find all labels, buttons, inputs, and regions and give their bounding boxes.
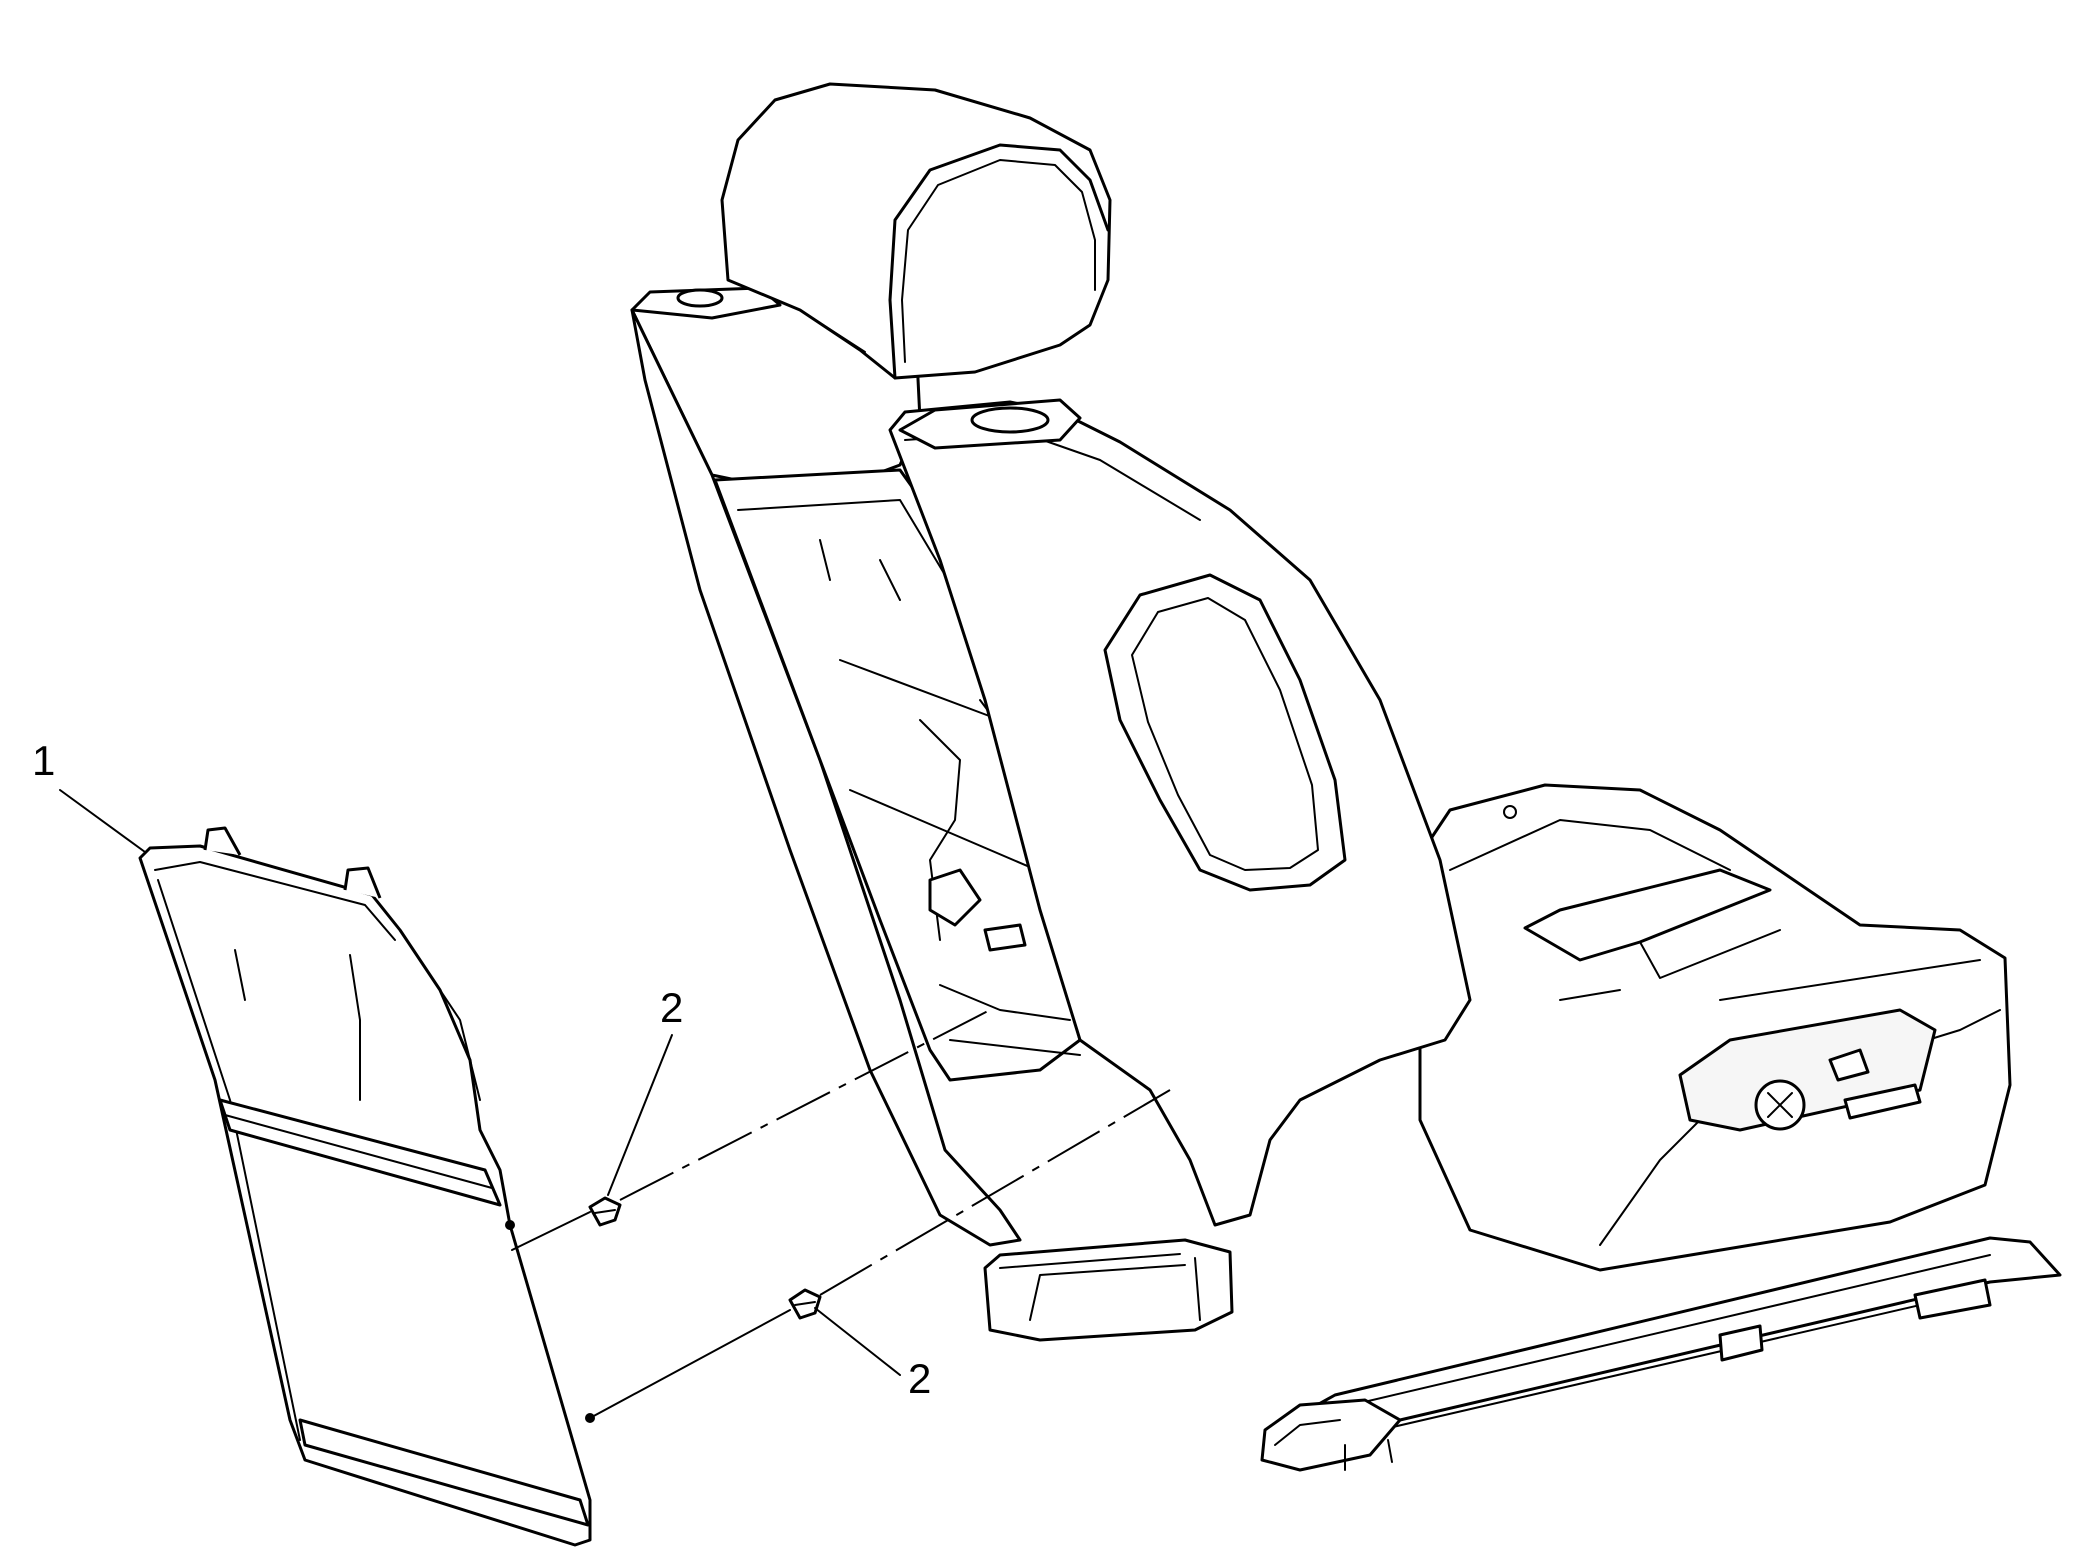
callout-1-label: 1 [32,737,55,784]
retainer-clip-lower [788,1288,822,1320]
seat-assembly [630,82,2062,1472]
seat-cushion [1418,783,2012,1272]
headrest [720,82,1112,380]
callout-2-lower: 2 [814,1307,931,1402]
seat-back [630,286,1472,1247]
callout-2-lower-label: 2 [908,1355,931,1402]
callout-2-upper: 2 [607,984,683,1196]
seat-riser-bracket [983,1238,1234,1342]
callout-1: 1 [32,737,146,853]
retainer-clip-upper [588,1196,622,1227]
seat-back-rear-panel [138,826,595,1547]
callout-2-upper-label: 2 [660,984,683,1031]
seat-track [1260,1236,2062,1472]
assembly-lines [511,1009,1171,1419]
